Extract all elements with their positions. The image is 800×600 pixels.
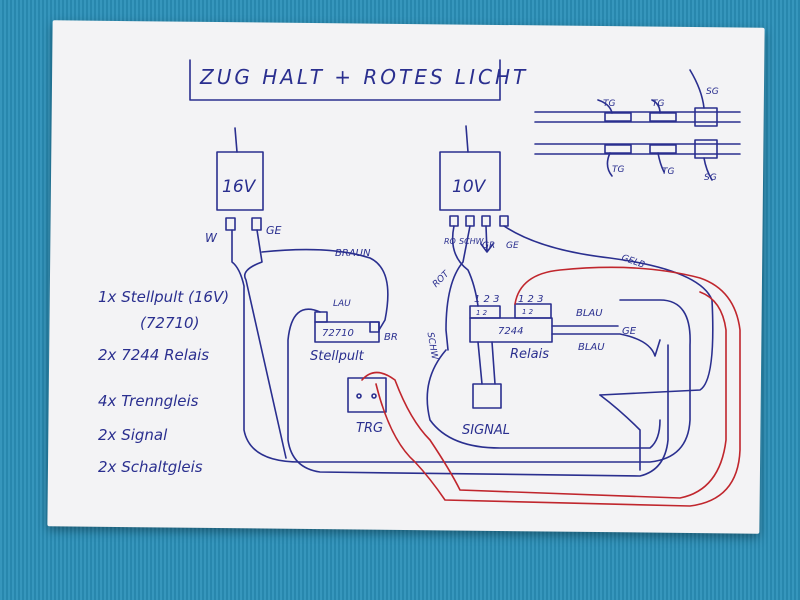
relais-label: Relais	[510, 347, 549, 362]
relais-pins-right-label: 1 2 3	[518, 294, 543, 305]
wire-signal-return	[426, 349, 661, 449]
stellpult-pin	[314, 311, 328, 323]
relais-sub-right: 1 2	[522, 308, 534, 316]
stellpult-model: 72710	[322, 328, 354, 339]
wire-rot	[451, 225, 479, 307]
track-top-label-1: TG	[603, 99, 615, 109]
track-top-tg2	[649, 112, 677, 122]
relais-pins-left-label: 1 2 3	[474, 294, 499, 305]
wire-ge-16v	[243, 229, 287, 459]
parts-list-item: 4x Trenngleis	[98, 392, 199, 410]
wire-stellpult-out	[287, 308, 669, 477]
wire-red-1	[361, 291, 727, 499]
track-top-label-3: SG	[706, 87, 719, 97]
terminal-schw-label: SCHW	[459, 237, 485, 246]
track-bottom-label-2: TG	[662, 167, 674, 177]
terminal-schw	[465, 215, 475, 227]
transformer-16v-label: 16V	[222, 177, 257, 197]
track-top	[534, 111, 741, 123]
wire-w-loop	[231, 229, 691, 463]
terminal-ro	[449, 215, 459, 227]
trg-label: TRG	[356, 421, 383, 436]
relais-sub-left: 1 2	[476, 309, 488, 317]
terminal-w	[225, 217, 236, 231]
terminal-gr	[481, 215, 491, 227]
track-bottom-tg1	[604, 144, 632, 154]
track-top-sg	[694, 107, 718, 127]
parts-list-item: 1x Stellpult (16V)	[98, 288, 229, 306]
signal-box	[472, 383, 502, 409]
track-top-label-2: TG	[652, 99, 664, 109]
track-top-tg1	[604, 112, 632, 122]
diagram-title: ZUG HALT + ROTES LICHT	[199, 65, 528, 89]
track-bottom-leads	[606, 152, 713, 181]
trg-box	[347, 377, 387, 413]
wire-relais-signal	[477, 341, 496, 385]
trg-contact-1	[356, 393, 362, 399]
terminal-w-label: W	[205, 231, 218, 245]
parts-list: 1x Stellpult (16V) (72710) 2x 7244 Relai…	[98, 288, 229, 476]
stellpult-pin-label: LAU	[333, 299, 351, 309]
track-bottom	[534, 143, 741, 155]
transformer-10v-cable	[465, 125, 469, 153]
parts-list-item: 2x Schaltgleis	[98, 458, 203, 476]
wire-schw	[445, 225, 471, 351]
relais-box	[469, 317, 553, 343]
wire-gr-arrow	[480, 225, 494, 253]
relais-pins-left	[469, 305, 501, 319]
track-bottom-sg	[694, 139, 718, 159]
terminal-ro-label: RO	[444, 237, 456, 246]
terminal-ge-16v-label: GE	[266, 224, 282, 237]
relais-model: 7244	[498, 326, 523, 337]
track-bottom-label-3: SG	[704, 173, 717, 183]
wire-gelb	[503, 225, 714, 396]
transformer-16v-cable	[234, 127, 238, 153]
transformer-10v-label: 10V	[452, 177, 487, 197]
title-bracket	[189, 59, 501, 101]
wire-label-rot: ROT	[431, 268, 452, 289]
transformer-16v-box	[216, 151, 264, 211]
wire-red-2	[375, 266, 741, 507]
parts-list-item: 2x 7244 Relais	[98, 346, 209, 364]
terminal-ge-16v	[251, 217, 262, 231]
track-bottom-label-1: TG	[612, 165, 624, 175]
wire-braun	[261, 248, 389, 331]
terminal-ge-10v-label: GE	[506, 241, 519, 251]
wire-label-ge: GE	[622, 326, 637, 337]
stellpult-label: Stellpult	[310, 349, 365, 364]
stellpult-br-pin	[369, 321, 380, 333]
wire-label-blau-2: BLAU	[578, 342, 605, 353]
wire-blau-2	[551, 333, 661, 357]
wire-label-blau-1: BLAU	[576, 308, 603, 319]
parts-list-item: (72710)	[140, 314, 199, 332]
terminal-gr-label: GR	[482, 241, 495, 251]
trg-contact-2	[371, 393, 377, 399]
relais-pins-right	[514, 303, 552, 319]
track-top-leads	[597, 69, 705, 114]
wire-label-br: BR	[384, 332, 398, 343]
track-bottom-tg2	[649, 144, 677, 154]
transformer-10v-box	[439, 151, 501, 211]
signal-label: SIGNAL	[462, 423, 510, 438]
wire-label-braun: BRAUN	[335, 248, 371, 259]
terminal-ge-10v	[499, 215, 509, 227]
parts-list-item: 2x Signal	[98, 426, 168, 444]
wire-label-schw: SCHW	[425, 332, 440, 362]
wire-gelb-return	[599, 394, 641, 471]
